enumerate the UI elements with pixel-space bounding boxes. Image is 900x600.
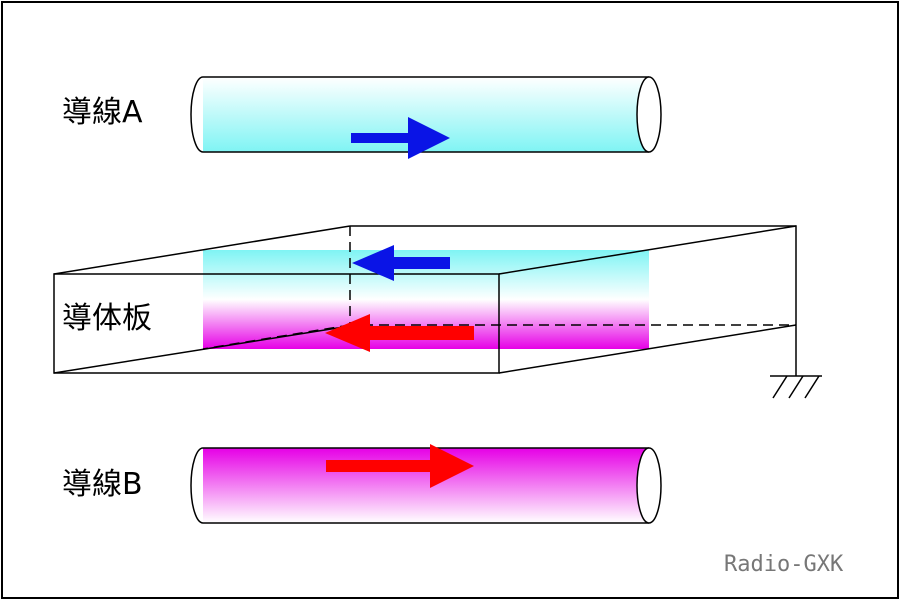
plate-label: 導体板	[62, 301, 152, 336]
wire-a-current-arrow	[351, 117, 450, 159]
ground-wire	[770, 325, 822, 377]
wire-b-fill	[203, 448, 649, 523]
conductor-plate	[53, 225, 822, 399]
plate-lower-arrow	[325, 314, 474, 352]
wire-a-label: 導線A	[62, 95, 143, 130]
plate-upper-arrow	[352, 245, 450, 281]
ground-symbol	[772, 375, 820, 399]
credit-text: Radio-GXK	[724, 552, 844, 577]
wire-b-current-arrow	[326, 444, 474, 488]
wire-a	[190, 76, 662, 159]
plate-front-face	[53, 273, 500, 374]
wire-b-label: 導線B	[62, 467, 143, 502]
wire-b	[190, 444, 662, 524]
